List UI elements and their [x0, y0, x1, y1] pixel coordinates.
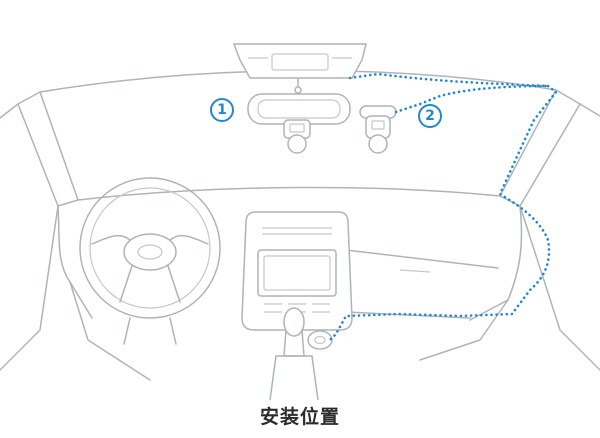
dashboard-lower-left — [69, 281, 151, 381]
infotainment-screen-inner — [263, 255, 331, 291]
steering-wheel-inner-rim — [89, 187, 211, 309]
marker-1: 1 — [210, 98, 234, 122]
left-a-pillar — [17, 91, 79, 207]
gear-shift-base — [269, 355, 319, 400]
right-a-pillar — [499, 89, 581, 207]
dashcam-2-lens — [368, 134, 388, 154]
steering-wheel-outer — [79, 177, 221, 319]
steering-wheel-spokes — [91, 234, 209, 303]
center-vents — [262, 227, 332, 235]
windshield-bottom — [77, 186, 501, 201]
car-interior-illustration: 1 2 — [0, 43, 600, 400]
rearview-mirror-inner — [257, 99, 341, 119]
gear-shift-knob — [283, 307, 305, 337]
mirror-stem-joint — [294, 86, 302, 94]
console-buttons — [264, 303, 330, 313]
cable-route — [328, 72, 558, 342]
car-charger-core — [314, 335, 326, 345]
steering-wheel-hub — [123, 233, 177, 271]
dashboard-lower-right — [419, 299, 509, 361]
overhead-console-panel — [271, 53, 329, 71]
windshield-left-pillar — [39, 91, 79, 201]
car-charger — [307, 330, 333, 350]
marker-1-label: 1 — [217, 102, 227, 118]
windshield-right-pillar — [499, 89, 557, 197]
overhead-console — [232, 43, 367, 79]
dashcam-2-screen — [371, 120, 385, 130]
cable-to-cam2 — [394, 84, 550, 114]
dashcam-1-screen — [289, 123, 305, 133]
right-door — [519, 103, 600, 371]
steering-column — [123, 317, 177, 345]
steering-wheel-logo — [137, 244, 163, 260]
glovebox-handle — [399, 269, 431, 273]
dashboard-shelf — [345, 249, 499, 319]
infotainment-screen — [257, 249, 337, 297]
caption-installation-position: 安装位置 — [259, 406, 340, 428]
dashcam-1-lens — [287, 134, 307, 154]
left-door — [0, 103, 59, 371]
marker-2-label: 2 — [425, 108, 435, 124]
marker-2: 2 — [418, 104, 442, 128]
